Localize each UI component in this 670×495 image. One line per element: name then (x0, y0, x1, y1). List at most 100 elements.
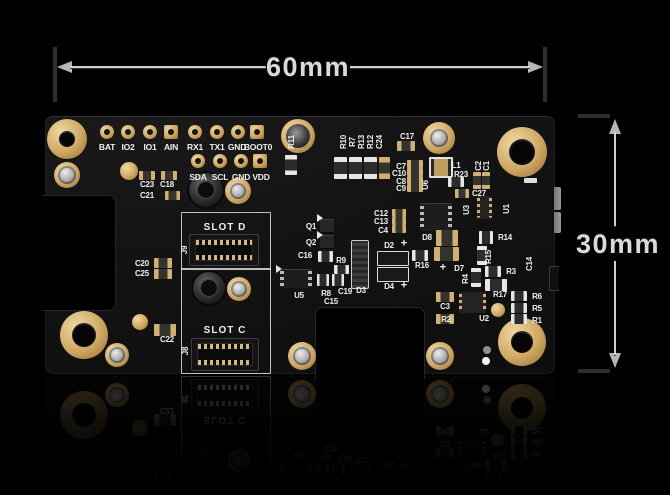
smd-chip (436, 314, 454, 324)
pad-center (72, 323, 96, 347)
silkscreen-c24: C24 (375, 134, 384, 150)
white-dot (482, 385, 490, 393)
screw-silver (54, 162, 80, 188)
arrow-left-icon (57, 61, 72, 73)
smd-chip (485, 266, 501, 277)
pad-center (254, 129, 260, 135)
smd-chip (154, 269, 172, 279)
pad-center (195, 158, 201, 164)
silkscreen-c20: C20 (134, 259, 150, 268)
smd-chip (434, 489, 459, 495)
silkscreen-c13: C13 (373, 217, 389, 226)
diode-box (377, 251, 409, 266)
screw-silver (105, 383, 129, 407)
silkscreen-r8: R8 (321, 289, 331, 298)
screw-silver (288, 342, 316, 370)
mounting-pad (60, 311, 108, 359)
diode-box (377, 484, 409, 495)
silkscreen-c9: C9 (396, 184, 406, 193)
edge-component (549, 459, 559, 484)
extension-line-bottom (578, 369, 610, 373)
silkscreen-scl: SCL (211, 171, 229, 182)
silkscreen-c7: C7 (396, 162, 406, 171)
through-hole-pad-square (164, 125, 178, 139)
smd-chip (154, 258, 172, 268)
through-hole-pad (121, 125, 135, 139)
silkscreen-r10: R10 (339, 134, 348, 150)
mounting-pad (498, 318, 546, 366)
pad-center (58, 166, 76, 184)
silkscreen-u2: U2 (479, 427, 489, 436)
silkscreen-rx1: RX1 (187, 141, 203, 152)
transistor-sot23 (320, 219, 334, 232)
pad-center (511, 331, 533, 353)
smd-chip (318, 488, 333, 495)
through-hole-pad (231, 125, 245, 139)
gold-disc-pad (132, 420, 148, 436)
smd-chip (455, 189, 469, 198)
silkscreen-d7: D7 (454, 264, 464, 273)
pad-center (257, 158, 263, 164)
silkscreen-slot-d: SLOT D (203, 222, 247, 233)
pad-center (168, 129, 174, 135)
silkscreen-c3: C3 (440, 302, 450, 311)
polarity-arrow-icon (276, 265, 282, 273)
silkscreen-u5: U5 (294, 450, 304, 459)
smd-chip (511, 449, 527, 459)
silkscreen-gnd: GND (227, 141, 247, 152)
standoff-barrel (193, 272, 225, 304)
pad-center (104, 129, 110, 135)
smd-chip (412, 489, 428, 495)
arrow-down-icon (609, 353, 621, 368)
mounting-pad (47, 119, 87, 159)
pad-center (109, 387, 125, 403)
screw-silver (227, 449, 251, 473)
pad-center (431, 347, 449, 365)
smd-chip (436, 426, 454, 436)
silkscreen-d2: D2 (384, 241, 394, 250)
silkscreen-tx1: TX1 (209, 141, 225, 152)
smd-chip (485, 473, 501, 484)
pad-center (509, 139, 535, 165)
silkscreen-r16: R16 (414, 261, 430, 270)
silkscreen-r3: R3 (506, 267, 516, 276)
silkscreen-r15: R15 (484, 249, 493, 265)
mounting-pad (497, 127, 547, 177)
smd-chip (436, 448, 454, 458)
silkscreen-c16: C16 (297, 251, 313, 260)
board-cutout-left (42, 195, 116, 311)
through-hole-pad-square (253, 154, 267, 168)
pad-center (293, 347, 311, 365)
edge-component (549, 266, 559, 291)
smd-chip (154, 482, 172, 492)
silkscreen-d3: D3 (356, 286, 366, 295)
silkscreen-r14: R14 (497, 233, 513, 242)
silkscreen-c15: C15 (323, 444, 339, 453)
silkscreen-r13: R13 (357, 134, 366, 150)
silkscreen-boot0: BOOT0 (243, 141, 273, 152)
smd-chip (448, 177, 464, 187)
standoff-barrel (193, 446, 225, 478)
silkscreen-d3: D3 (356, 455, 366, 464)
smd-chip (436, 292, 454, 302)
pad-center (511, 397, 533, 419)
smd-chip (511, 426, 527, 436)
connector-pin-rows (195, 489, 253, 495)
edge-tab (554, 212, 561, 233)
silkscreen-r3: R3 (506, 474, 516, 483)
through-hole-pad (100, 125, 114, 139)
pad-center (200, 279, 218, 297)
pad-center (147, 129, 153, 135)
smd-chip (477, 246, 487, 265)
silkscreen-c16: C16 (297, 490, 313, 495)
pad-center (200, 453, 218, 471)
screw-dark (281, 119, 315, 153)
silkscreen-sda: SDA (189, 171, 207, 182)
silkscreen-q2: Q2 (305, 238, 317, 247)
silkscreen-c19: C19 (337, 287, 353, 296)
smd-chip (471, 463, 481, 482)
gold-disc-pad (491, 433, 505, 447)
screw-silver (426, 380, 454, 408)
silkscreen-slot-c: SLOT C (203, 325, 247, 336)
pad-center (72, 403, 96, 427)
